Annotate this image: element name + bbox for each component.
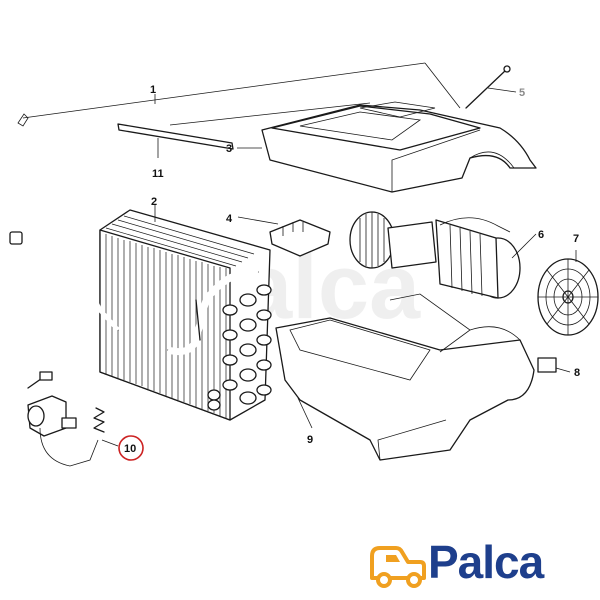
part-4-resistor: [237, 216, 331, 257]
part-2-evaporator: [99, 205, 272, 421]
part-3-upper-cover: [237, 101, 537, 193]
bracket-1: [17, 62, 461, 127]
callout-10: 10: [124, 443, 136, 455]
callout-6: 6: [538, 229, 544, 241]
tow-truck-icon: [370, 546, 426, 588]
part-6-blower-motor: [349, 211, 537, 299]
part-10-expansion-valve: [27, 371, 119, 467]
part-11-seal-strip: [117, 102, 371, 158]
callout-labels: 1 2 3 4 5 6 7 8 9 10 11: [118, 84, 580, 461]
callout-8: 8: [574, 367, 580, 379]
palca-logo: Palca: [370, 536, 546, 588]
callout-2: 2: [151, 196, 157, 208]
callout-1: 1: [150, 84, 156, 96]
logo-text: Palca: [428, 536, 545, 588]
callout-4: 4: [226, 213, 233, 225]
callout-10-highlight-circle: [118, 435, 144, 461]
refrigerant-pipes: [9, 229, 259, 356]
part-9-lower-housing: [275, 293, 571, 461]
part-5-pin: [465, 65, 517, 109]
callout-3: 3: [226, 143, 232, 155]
callout-11: 11: [152, 168, 164, 180]
part-7-fan: [537, 250, 599, 336]
callout-9: 9: [307, 434, 313, 446]
callout-5: 5: [519, 87, 525, 99]
callout-7: 7: [573, 233, 579, 245]
